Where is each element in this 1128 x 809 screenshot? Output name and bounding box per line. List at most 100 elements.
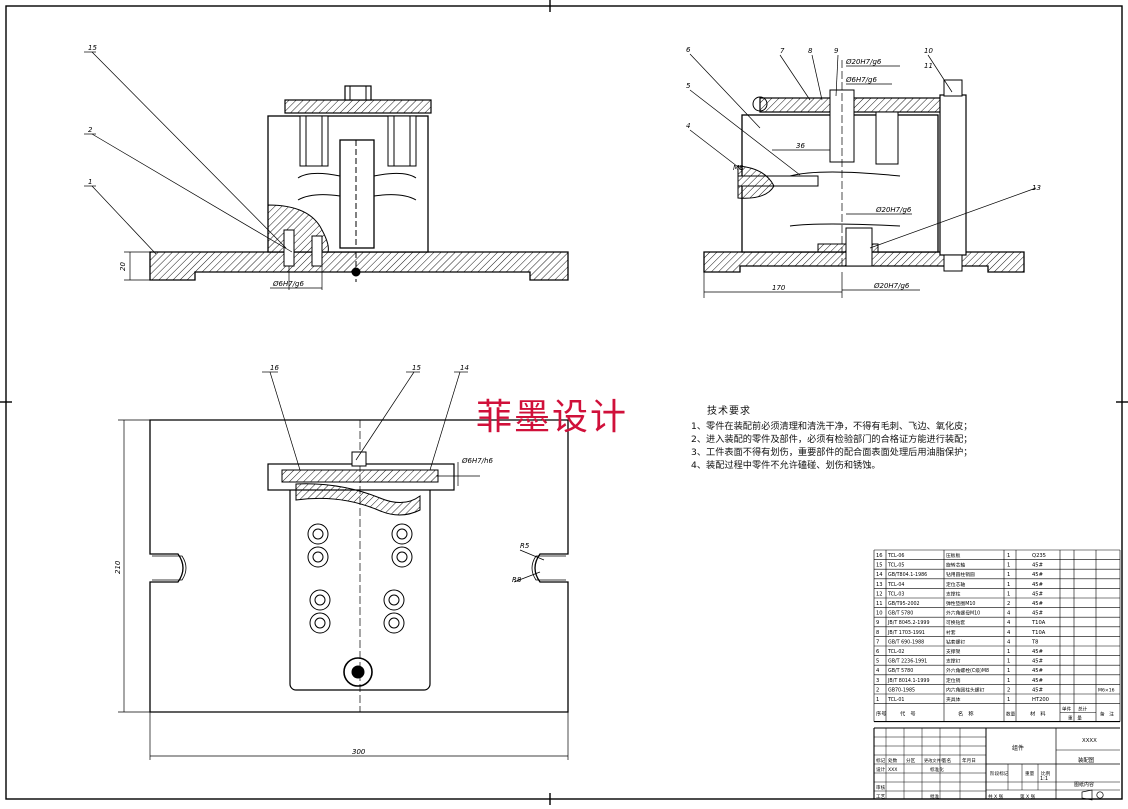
bom-cell-no: 12 [876, 591, 883, 597]
dim-r8: R8 [512, 576, 522, 584]
bom-cell-code: GB/T 2236-1991 [888, 659, 927, 665]
bom-header-total-weight: 总计 [1078, 706, 1088, 713]
bom-cell-qty: 1 [1007, 553, 1010, 559]
watermark: 菲墨设计 [476, 397, 629, 438]
title-block: 组件XXXX装配图图纸内容1:1阶段标记重量比例共 X 张第 X 张标记处数分区… [873, 727, 1120, 801]
bom-cell-name: 压板板 [946, 552, 961, 559]
balloon-6: 6 [686, 46, 691, 54]
title-company: 图纸内容 [1074, 781, 1094, 788]
bom-cell-code: TCL-02 [887, 649, 904, 655]
title-label-approve: 批准 [930, 793, 940, 800]
bom-cell-name: 支撑柱 [946, 590, 961, 597]
title-label-sign: 签名 [942, 757, 951, 764]
bom-cell-qty: 4 [1007, 630, 1011, 636]
bom-cell-name: 衬套 [946, 629, 956, 636]
title-label-review: 审核 [876, 784, 886, 791]
dim-r5: R5 [520, 542, 530, 550]
bom-cell-note: M6×16 [1098, 687, 1115, 693]
bom-cell-material: 45# [1032, 572, 1043, 578]
bom-header-qty: 数量 [1006, 711, 1016, 718]
title-label-sheets: 共 X 张 [988, 793, 1004, 800]
bom-cell-qty: 4 [1007, 639, 1011, 645]
bom-header-code: 代 号 [900, 710, 916, 718]
title-label-weight: 重量 [1025, 770, 1035, 777]
title-label-zone: 分区 [906, 757, 916, 764]
bom-cell-no: 11 [876, 601, 883, 607]
projection-symbol-icon [1096, 791, 1104, 799]
bom-cell-no: 1 [876, 697, 879, 703]
balloon-10: 10 [924, 47, 933, 55]
notes-line: 3、工件表面不得有划伤，重要部件的配合面表面处理后用油脂保护； [691, 447, 973, 458]
dim-fit-top2: Ø6H7/g6 [845, 76, 877, 84]
bom-cell-material: T10A [1031, 630, 1046, 636]
dim-fit-left: Ø6H7/g6 [272, 280, 304, 288]
bom-cell-code: JB/T 8045.2-1999 [887, 620, 930, 626]
bom-header-material: 材 料 [1030, 710, 1046, 718]
bom-cell-code: TCL-01 [887, 697, 904, 703]
bom-cell-name: 支撑钉 [946, 658, 961, 665]
bom-cell-material: 45# [1032, 591, 1043, 597]
title-designer: XXX [888, 767, 897, 773]
bom-cell-name: 可换钻套 [946, 619, 965, 626]
bom-cell-name: 支撑架 [946, 648, 961, 655]
bom-header-note: 备 注 [1100, 711, 1114, 718]
bom-cell-material: 45# [1032, 649, 1043, 655]
bom-cell-code: JB/T 8014.1-1999 [887, 678, 930, 684]
bom-cell-no: 9 [876, 620, 879, 626]
bom-header-no: 序号 [876, 710, 886, 718]
bom-cell-name: 定位芯轴 [946, 581, 965, 588]
title-label-design: 设计 [876, 766, 886, 773]
bom-cell-name: 外六角螺母M10 [946, 610, 980, 617]
dim-36: 36 [796, 142, 805, 150]
balloon-15: 15 [412, 364, 421, 372]
title-drawing: 装配图 [1078, 756, 1094, 764]
bom-cell-code: TCL-03 [887, 591, 904, 597]
bom-cell-qty: 1 [1007, 582, 1010, 588]
dim-fit-mid: Ø20H7/g6 [875, 206, 912, 214]
title-label-count: 处数 [888, 757, 898, 764]
bom-cell-qty: 1 [1007, 697, 1010, 703]
notes-line: 1、零件在装配前必须清理和清洗干净，不得有毛刺、飞边、氧化皮； [691, 421, 973, 432]
bom-cell-material: 45# [1032, 611, 1043, 617]
plan-view [118, 371, 569, 760]
bom-cell-name: 钻用圆柱销圆 [946, 571, 975, 578]
dim-300: 300 [352, 748, 366, 756]
bom-cell-material: 45# [1032, 582, 1043, 588]
bom-cell-code: TCL-04 [887, 582, 904, 588]
bom-cell-code: GB70-1985 [888, 687, 915, 693]
dim-height-left: 20 [119, 262, 127, 271]
dim-210: 210 [114, 560, 122, 574]
title-label-standard: 标准化 [930, 766, 944, 773]
bom-cell-code: GB/T95-2002 [888, 601, 920, 607]
bom-cell-no: 4 [876, 668, 880, 674]
bom-cell-code: GB/T 690-1988 [888, 639, 924, 645]
bom-cell-name: 旋转芯轴 [946, 562, 965, 569]
bom-cell-no: 13 [876, 582, 883, 588]
balloon-9: 9 [834, 47, 839, 55]
bom-cell-qty: 1 [1007, 591, 1010, 597]
bom-cell-qty: 4 [1007, 611, 1011, 617]
balloon-1: 1 [88, 178, 92, 186]
bom-cell-qty: 1 [1007, 668, 1010, 674]
bom-cell-material: 45# [1032, 601, 1043, 607]
title-label-mark: 标记 [876, 757, 886, 764]
bom-cell-name: 定位销 [946, 677, 961, 684]
dim-170: 170 [772, 284, 786, 292]
bom-cell-qty: 1 [1007, 572, 1010, 578]
notes-line: 4、装配过程中零件不允许磕碰、划伤和锈蚀。 [691, 460, 881, 471]
bom-cell-no: 2 [876, 687, 879, 693]
projection-cone-icon [1081, 789, 1093, 801]
labels: 15 2 1 20 Ø6H7/g6 6 5 4 7 8 9 10 11 13 Ø… [88, 44, 1041, 756]
bom-cell-material: HT200 [1032, 697, 1049, 703]
bom-header-name: 名 称 [958, 710, 974, 718]
balloon-2: 2 [88, 126, 93, 134]
bom-cell-material: 45# [1032, 678, 1043, 684]
balloon-3: 15 [88, 44, 97, 52]
bom-cell-material: 45# [1032, 687, 1043, 693]
dim-fit-top1: Ø20H7/g6 [845, 58, 882, 66]
bom-cell-qty: 2 [1007, 601, 1010, 607]
bom-cell-material: 45# [1032, 668, 1043, 674]
